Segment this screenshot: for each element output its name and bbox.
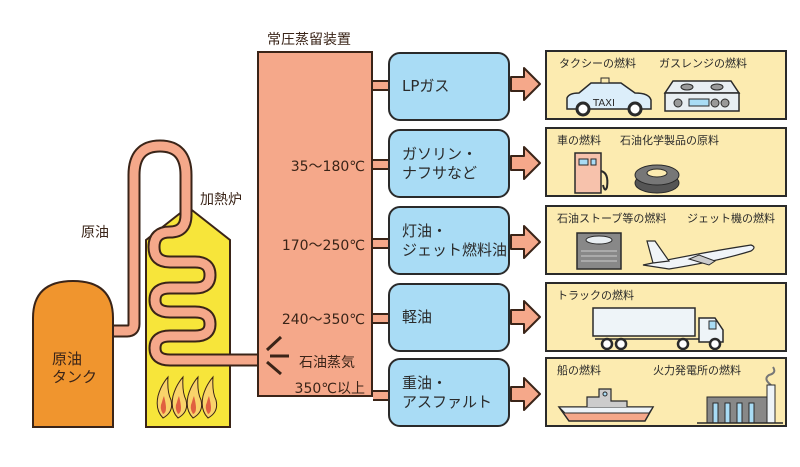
connector <box>373 313 388 324</box>
tank-label-line1: 原油 <box>52 350 83 368</box>
crude-oil-label: 原油 <box>81 225 109 241</box>
flame-icon <box>156 375 218 419</box>
power-plant-icon <box>697 366 783 424</box>
arrow-right-icon <box>510 225 541 259</box>
airplane-icon <box>642 240 755 270</box>
use-box-gasoline: 車の燃料 石油化学製品の原料 <box>545 127 787 197</box>
truck-icon <box>592 307 724 351</box>
product-label: 灯油・ <box>402 221 448 240</box>
product-label: 重油・ <box>402 373 448 392</box>
temperature-label: 35〜180℃ <box>290 159 365 175</box>
gas-stove-icon <box>663 80 741 112</box>
connector <box>373 80 388 91</box>
use-box-lpg: タクシーの燃料 ガスレンジの燃料 TAXI <box>545 50 787 120</box>
furnace-label: 加熱炉 <box>200 192 242 208</box>
arrow-right-icon <box>510 377 541 411</box>
use-label: トラックの燃料 <box>557 289 634 302</box>
use-box-kerosene: 石油ストーブ等の燃料 ジェット機の燃料 <box>545 205 787 275</box>
product-label: LPガス <box>402 77 450 95</box>
use-label: タクシーの燃料 <box>559 57 636 70</box>
use-label: ジェット機の燃料 <box>687 212 775 225</box>
product-box-diesel: 軽油 <box>388 283 510 352</box>
oil-heater-icon <box>576 232 622 270</box>
temperature-label: 350℃以上 <box>294 381 365 397</box>
tank-label: 原油 タンク <box>52 350 97 386</box>
temperature-label: 240〜350℃ <box>281 312 365 328</box>
temperature-label: 170〜250℃ <box>281 238 365 254</box>
tire-icon <box>634 164 680 194</box>
use-label: ガスレンジの燃料 <box>659 57 747 70</box>
product-box-kerosene: 灯油・ ジェット燃料油 <box>388 206 510 275</box>
use-box-diesel: トラックの燃料 <box>545 282 787 352</box>
column-title: 常圧蒸留装置 <box>267 32 351 48</box>
product-label: ジェット燃料油 <box>402 240 508 259</box>
product-label: ナフサなど <box>402 163 478 182</box>
petroleum-vapor-label: 石油蒸気 <box>299 355 355 371</box>
taxi-icon: TAXI <box>566 77 652 117</box>
use-label: 石油ストーブ等の燃料 <box>557 212 667 225</box>
use-label: 石油化学製品の原料 <box>620 134 719 147</box>
use-label: 火力発電所の燃料 <box>653 364 741 377</box>
arrow-right-icon <box>510 67 541 101</box>
svg-text:TAXI: TAXI <box>592 98 615 109</box>
distillation-column: 35〜180℃ 170〜250℃ 240〜350℃ 350℃以上 石油蒸気 <box>257 51 373 397</box>
product-label: 軽油 <box>402 308 433 326</box>
use-label: 車の燃料 <box>557 134 601 147</box>
use-box-heavy-oil: 船の燃料 火力発電所の燃料 <box>545 357 787 427</box>
fuel-pump-icon <box>574 152 609 194</box>
arrow-right-icon <box>510 300 541 334</box>
product-label: アスファルト <box>402 392 493 411</box>
ship-icon <box>557 388 655 422</box>
product-box-heavy-oil: 重油・ アスファルト <box>388 358 510 427</box>
product-label: ガソリン・ <box>402 144 478 163</box>
product-box-gasoline: ガソリン・ ナフサなど <box>388 129 510 198</box>
tank-label-line2: タンク <box>52 368 98 386</box>
product-box-lpg: LPガス <box>388 52 510 121</box>
connector <box>373 238 388 249</box>
connector <box>373 159 388 170</box>
use-label: 船の燃料 <box>557 364 601 377</box>
arrow-right-icon <box>510 146 541 180</box>
connector <box>373 390 388 401</box>
